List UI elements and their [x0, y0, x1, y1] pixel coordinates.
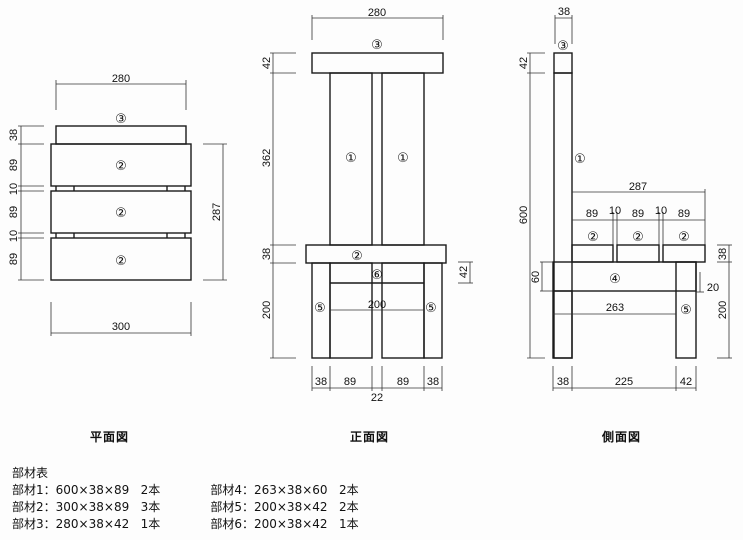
front-dim-rail: 42 [458, 266, 470, 278]
front-marker-1: ① [345, 151, 357, 166]
side-dim-top-h: 42 [518, 57, 530, 69]
parts-row: 部材1：600×38×89 2本 [12, 483, 161, 497]
front-part-3 [311, 52, 444, 74]
side-dim-slat: 10 [609, 205, 621, 217]
side-dim-leg-h: 200 [717, 301, 729, 319]
plan-gap-posts [55, 186, 186, 238]
side-marker-2: ② [632, 230, 644, 245]
side-dim-slat: 89 [632, 208, 644, 220]
parts-column-left: 部材1：600×38×89 2本 部材2：300×38×89 3本 部材3：28… [12, 482, 160, 533]
front-dim-left: 362 [261, 149, 273, 167]
side-dim-gap: 20 [707, 282, 719, 294]
plan-dim-left: 10 [8, 230, 20, 242]
side-marker-2: ② [678, 230, 690, 245]
plan-dim-bottom-width: 300 [112, 321, 130, 333]
side-dim-top: 38 [558, 6, 570, 18]
side-dim-total: 600 [518, 206, 530, 224]
side-dim-ticks [612, 212, 664, 245]
side-leg-front [552, 290, 573, 359]
side-dim-bottom: 38 [557, 376, 569, 388]
side-dim-seat-depth: 287 [629, 181, 647, 193]
side-dim-slat: 10 [655, 205, 667, 217]
plan-part-3 [55, 125, 187, 145]
front-dim-left: 42 [261, 57, 273, 69]
parts-row: 部材4：263×38×60 2本 [210, 483, 359, 497]
plan-dim-left: 10 [8, 183, 20, 195]
plan-view: 280 ③ ② ② ② 38 89 10 89 10 89 [8, 73, 227, 336]
front-dim-inner: 200 [368, 299, 386, 311]
front-leg-1 [329, 262, 373, 359]
side-marker-4: ④ [609, 272, 621, 287]
side-slat [616, 244, 660, 263]
side-marker-5: ⑤ [680, 303, 692, 318]
side-dim-slat: 89 [678, 208, 690, 220]
side-view: 38 ③ ① 287 89 10 89 10 89 ② ② ② ④ ⑤ [518, 6, 732, 391]
side-dim-bottom: 42 [680, 376, 692, 388]
parts-row: 部材6：200×38×42 1本 [210, 517, 359, 531]
parts-row: 部材3：280×38×42 1本 [12, 517, 161, 531]
front-dim-top-width: 280 [368, 7, 386, 19]
plan-marker-2: ② [115, 159, 127, 174]
side-slat [662, 244, 706, 263]
plan-marker-2: ② [115, 254, 127, 269]
side-rail-4 [552, 261, 697, 292]
side-part-3 [553, 52, 573, 74]
parts-table: 部材表 部材1：600×38×89 2本 部材2：300×38×89 3本 部材… [12, 465, 359, 533]
plan-dim-left: 89 [8, 253, 20, 265]
front-view: 280 ③ ① ① ② ⑥ ⑤ ⑤ 200 42 362 38 200 [261, 7, 473, 404]
plan-dim-top-width: 280 [112, 73, 130, 85]
side-view-label: 側面図 [602, 430, 642, 444]
front-dim-bottom: 38 [427, 376, 439, 388]
side-back-post [553, 72, 573, 359]
side-marker-1: ① [574, 152, 586, 167]
front-dim-bottom: 89 [397, 376, 409, 388]
parts-row: 部材2：300×38×89 3本 [12, 500, 161, 514]
side-dim-seat-h: 38 [717, 248, 729, 260]
plan-marker-3: ③ [115, 112, 127, 127]
front-marker-2: ② [351, 249, 363, 264]
plan-dim-left: 89 [8, 159, 20, 171]
front-seat [305, 244, 447, 264]
front-marker-6: ⑥ [371, 268, 383, 283]
front-dim-bottom: 89 [344, 376, 356, 388]
side-slat [571, 244, 614, 263]
side-leg-5 [675, 261, 697, 359]
front-dim-left: 200 [261, 301, 273, 319]
front-marker-1: ① [397, 151, 409, 166]
parts-table-title: 部材表 [12, 466, 49, 480]
side-marker-3: ③ [557, 39, 569, 54]
parts-row: 部材5：200×38×42 2本 [210, 500, 359, 514]
front-view-label: 正面図 [350, 430, 390, 444]
plan-view-label: 平面図 [90, 430, 130, 444]
parts-column-right: 部材4：263×38×60 2本 部材5：200×38×42 2本 部材6：20… [210, 482, 358, 533]
front-dim-bottom: 38 [315, 376, 327, 388]
plan-marker-2: ② [115, 206, 127, 221]
side-dim-rail-h: 60 [530, 271, 542, 283]
plan-dim-depth: 287 [211, 203, 223, 221]
front-dim-gap: 22 [371, 392, 383, 404]
front-leg-1 [381, 262, 425, 359]
front-dim-ticks [311, 366, 443, 391]
plan-dim-ticks [18, 125, 44, 281]
side-dim-slat: 89 [586, 208, 598, 220]
front-dim-ticks [270, 52, 296, 359]
plan-slat [50, 237, 192, 281]
plan-slat [50, 190, 192, 234]
front-marker-3: ③ [371, 38, 383, 53]
side-dim-bottom: 225 [615, 376, 633, 388]
front-marker-5: ⑤ [314, 301, 326, 316]
side-dim-ticks [552, 366, 697, 391]
side-dim-rail-len: 263 [606, 302, 624, 314]
side-marker-2: ② [587, 230, 599, 245]
front-marker-5: ⑤ [425, 301, 437, 316]
plan-dim-left: 38 [8, 129, 20, 141]
plan-slat [50, 143, 192, 187]
front-dim-left: 38 [261, 248, 273, 260]
plan-dim-left: 89 [8, 206, 20, 218]
